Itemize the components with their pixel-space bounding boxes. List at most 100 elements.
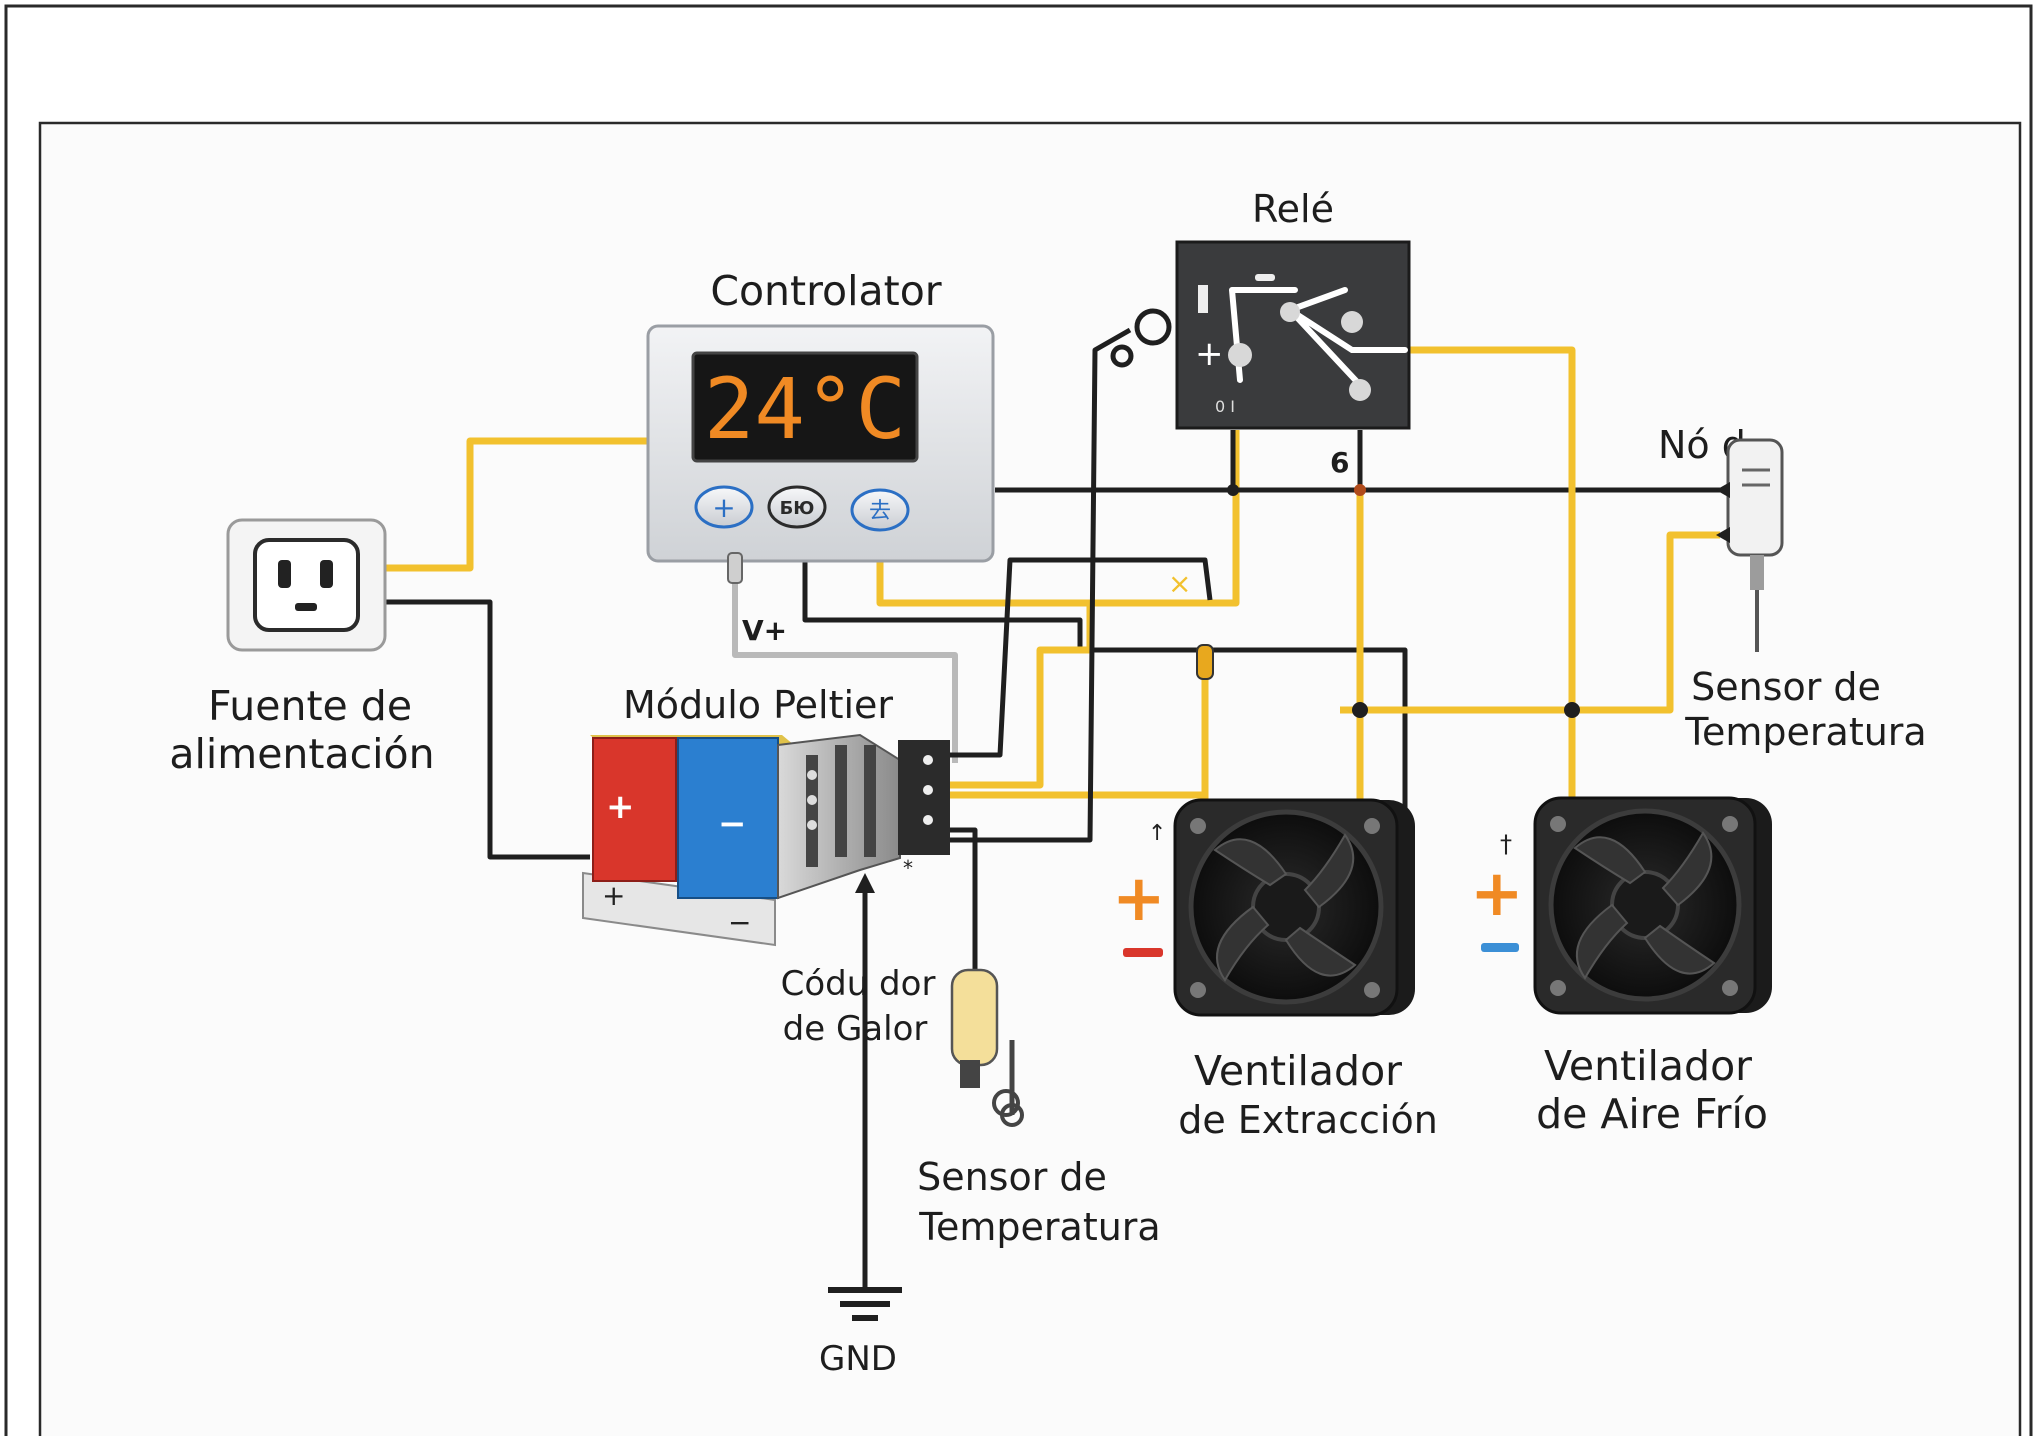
wire-sensor-bottom [945, 827, 978, 970]
node-arrow-top [1716, 482, 1730, 498]
fan-2-screw [1722, 980, 1738, 996]
peltier-positive-side [592, 737, 677, 882]
fan-2-blade [1643, 924, 1716, 975]
terminal-dot [923, 785, 933, 795]
vplus-label: V+ [742, 614, 787, 647]
heatsink-screw [807, 770, 817, 780]
fan-1-blade [1303, 833, 1355, 909]
inner-panel [38, 121, 2022, 1436]
peltier-base-minus: − [728, 906, 751, 939]
outlet-face [253, 538, 360, 632]
wire-peltier-relay [940, 327, 1132, 843]
relay-body [1175, 240, 1411, 430]
controller-button-3[interactable]: 去 [850, 488, 910, 532]
relay-contact [1341, 311, 1363, 333]
sensor-right-label-1: Sensor de [1691, 665, 1881, 709]
gnd-label: GND [819, 1339, 897, 1379]
power-outlet [226, 518, 387, 652]
heatsink-screw [807, 795, 817, 805]
wire-vplus [732, 560, 958, 763]
sensor-right-label-2: Temperatura [1684, 710, 1926, 754]
wire-loop [950, 557, 1213, 758]
fan-1-polarity: + ↑ [1112, 821, 1166, 957]
node-connector [1716, 438, 1784, 652]
relay-terminal [1198, 285, 1208, 313]
controller: 24°C + БЮ 去 [646, 324, 995, 584]
relay-plus-mark: + [1195, 334, 1224, 374]
temperature-sensor-bottom [950, 968, 1024, 1127]
fan-2-blade [1573, 836, 1647, 885]
relay: + 0 I [1175, 240, 1411, 430]
button-2-label: БЮ [780, 498, 815, 519]
relay-coil-symbol [1110, 308, 1172, 368]
outer-border [4, 4, 2033, 1436]
fan-2-label-2: de Aire Frío [1536, 1090, 1768, 1138]
junction-dot [1227, 484, 1239, 496]
peltier-label: Módulo Peltier [623, 683, 893, 727]
sensor-bottom-label-2: Temperatura [918, 1205, 1160, 1249]
sensor-body [950, 968, 999, 1067]
controller-button-2[interactable]: БЮ [767, 485, 827, 529]
ground-arrow [855, 873, 875, 893]
controller-display [691, 351, 919, 463]
peltier-minus-sign: − [718, 804, 747, 844]
button-1-shape[interactable] [694, 485, 754, 529]
wire-outlet-peltier [385, 599, 590, 860]
wire-ctrl-yellow [876, 430, 1240, 607]
peltier-module: + − + − * [582, 733, 950, 947]
fan-1-minus [1123, 948, 1163, 957]
relay-label: Relé [1252, 187, 1334, 231]
outlet-slot-right [320, 560, 333, 588]
fan-2-minus [1481, 943, 1519, 952]
inline-connector [1196, 644, 1214, 680]
terminal-dot [923, 755, 933, 765]
fan-2-label-1: Ventilador [1544, 1042, 1752, 1090]
controller-button-1[interactable]: + [694, 485, 754, 529]
controller-display-value: 24°C [704, 360, 906, 458]
heatsink-label-2: de Galor [783, 1009, 928, 1049]
fan-1-arrow: ↑ [1148, 821, 1166, 846]
power-label-2: alimentación [169, 730, 434, 778]
wire-sensor-bus [1340, 531, 1720, 714]
heatsink-fin [806, 755, 818, 867]
heatsink-screw [807, 820, 817, 830]
fan-1-screw [1190, 982, 1206, 998]
relay-switch-arm [1229, 287, 1408, 388]
relay-marker [1255, 274, 1275, 281]
fan-2-arrow: † [1500, 830, 1512, 858]
fan-1-blade [1216, 905, 1270, 982]
relay-contact [1228, 343, 1252, 367]
button-3-shape[interactable] [850, 488, 910, 532]
fan-1-label-1: Ventilador [1194, 1047, 1402, 1095]
fan-1-blade [1213, 838, 1288, 887]
fan-1-screw [1364, 982, 1380, 998]
junction-dot [1354, 484, 1366, 496]
heatsink-fin [864, 745, 876, 857]
fan-1-plus: + [1112, 862, 1166, 936]
coil-circle-small [1110, 344, 1134, 368]
peltier-star-mark: * [903, 856, 913, 880]
coil-circle-large [1134, 308, 1172, 346]
power-label-1: Fuente de [208, 682, 412, 730]
node-plug [1750, 555, 1764, 590]
node-arrow-bottom [1716, 527, 1730, 543]
wire-relay-fan2 [1405, 346, 1576, 810]
outlet-ground [295, 603, 317, 611]
heatsink-fin [835, 745, 847, 857]
fan-1-screw [1364, 818, 1380, 834]
sensor-ring [1000, 1103, 1024, 1127]
relay-contact [1280, 302, 1300, 322]
relay-pin-label: 6 [1330, 446, 1349, 479]
fan-2-screw [1550, 980, 1566, 996]
cross-mark: × [1168, 567, 1191, 600]
junction-dot [1352, 702, 1368, 718]
button-1-label: + [712, 491, 735, 524]
sensor-bottom-label-1: Sensor de [917, 1155, 1107, 1199]
junction-dot [1564, 702, 1580, 718]
wires: × [385, 327, 1730, 1290]
fan-2-blade [1575, 903, 1629, 980]
fan-2-polarity: + † [1470, 830, 1524, 952]
wire-ctrl-black [802, 558, 1408, 935]
button-2-shape[interactable] [767, 485, 827, 529]
